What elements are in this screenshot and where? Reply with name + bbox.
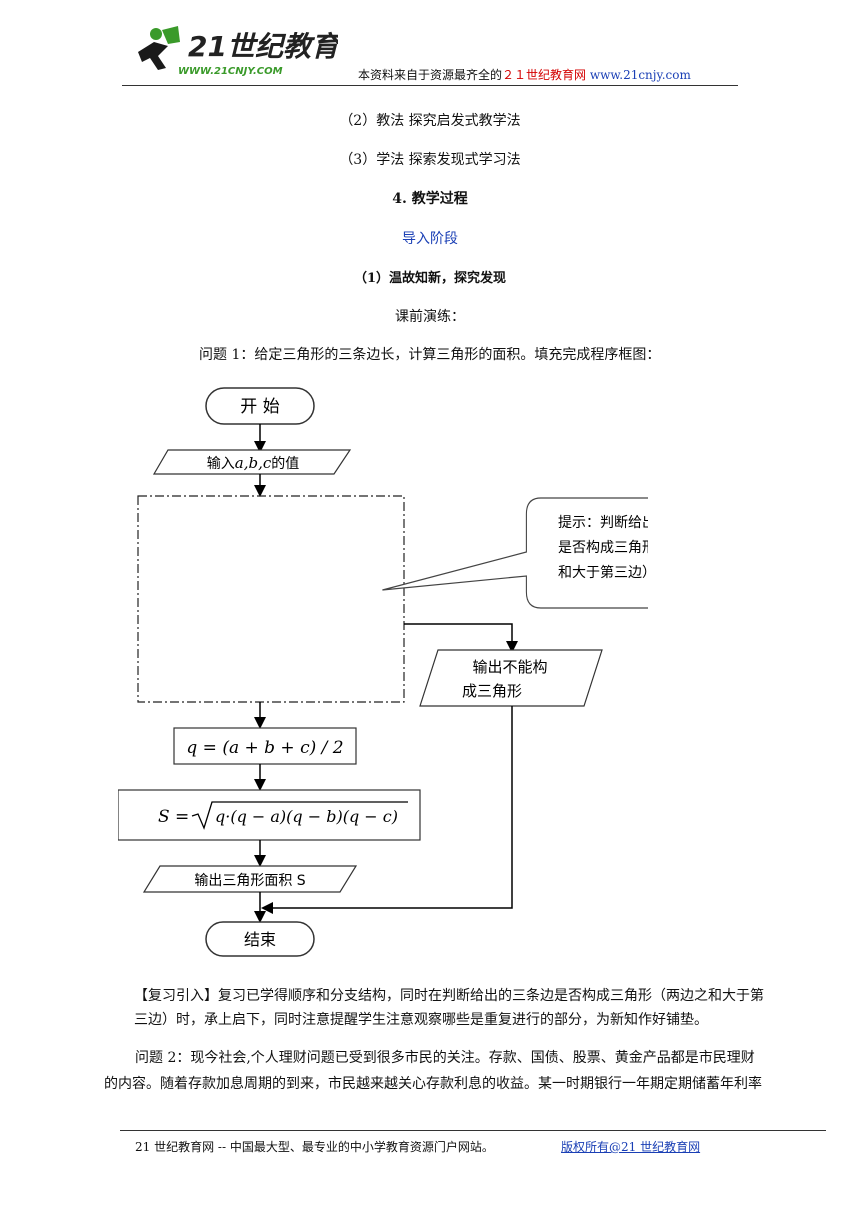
- input-box: [152, 449, 352, 475]
- input-label: 输入a,b,c的值: [207, 454, 299, 472]
- review-line-2: 三边）时，承上启下，同时注意提醒学生注意观察哪些是重复进行的部分，为新知作好铺垫…: [134, 1012, 708, 1028]
- compute-s-box: [118, 789, 421, 841]
- problem2-line-1: 问题 2：现今社会,个人理财问题已受到很多市民的关注。存款、国债、股票、黄金产品…: [135, 1050, 755, 1066]
- runner-logo-icon: [138, 26, 180, 70]
- end-label: 结束: [244, 930, 276, 949]
- s-formula-left: S =: [158, 807, 189, 827]
- site-logo: 21世纪教育 WWW.21CNJY.COM: [138, 26, 338, 77]
- exercise-label: 课前演练：: [395, 309, 465, 325]
- output-area-box: [142, 865, 358, 893]
- problem2-line-2: 的内容。随着存款加息周期的到来，市民越来越关心存款利息的收益。某一时期银行一年期…: [104, 1076, 762, 1092]
- output-fail-box: [419, 649, 603, 707]
- source-note: 本资料来自于资源最齐全的２１世纪教育网 www.21cnjy.com: [358, 66, 691, 83]
- blank-judgment-box: [137, 495, 405, 703]
- hint-callout: [382, 497, 648, 609]
- footer-tagline: 21 世纪教育网 -- 中国最大型、最专业的中小学教育资源门户网站。: [135, 1140, 494, 1154]
- review-label: 【复习引入】: [134, 988, 218, 1004]
- arrow-fail-end: [261, 706, 513, 914]
- end-terminal: [205, 921, 315, 957]
- hint-line-1: 提示：判断给出的三条边: [558, 514, 648, 531]
- start-label: 开 始: [240, 397, 279, 417]
- compute-q-box: [173, 727, 357, 765]
- s-formula-radicand: q·(q − a)(q − b)(q − c): [215, 807, 398, 826]
- source-site[interactable]: ２１世纪教育网: [502, 68, 587, 82]
- flowchart: 开 始 输入a,b,c的值 提示：判断给出的三条边 是否构成三角形（两边之 和大…: [118, 387, 648, 957]
- method-teach: （2）教法 探究启发式教学法: [339, 113, 521, 129]
- header-divider: [122, 85, 738, 86]
- section-title: 4. 教学过程: [392, 191, 468, 207]
- logo-url: WWW.21CNJY.COM: [178, 66, 283, 77]
- sqrt-sign-icon: [191, 801, 408, 830]
- arrow-judge-fail: [404, 623, 518, 653]
- subsection-title: （1）温故知新，探究发现: [353, 271, 507, 286]
- method-learn: （3）学法 探索发现式学习法: [339, 152, 521, 168]
- footer-divider: [120, 1130, 826, 1131]
- footer-copyright-link[interactable]: 版权所有@21 世纪教育网: [561, 1140, 701, 1154]
- stage-title: 导入阶段: [402, 231, 458, 247]
- review-line-1: 【复习引入】复习已学得顺序和分支结构，同时在判断给出的三条边是否构成三角形（两边…: [134, 988, 764, 1004]
- hint-line-3: 和大于第三边）: [558, 564, 648, 581]
- problem1: 问题 1：给定三角形的三条边长，计算三角形的面积。填充完成程序框图：: [199, 347, 661, 363]
- source-url[interactable]: www.21cnjy.com: [589, 68, 691, 82]
- output-fail-line-1: 输出不能构: [472, 658, 547, 676]
- hint-line-2: 是否构成三角形（两边之: [558, 540, 648, 556]
- logo-text: 21世纪教育: [188, 30, 338, 63]
- output-area-label: 输出三角形面积 S: [194, 873, 305, 889]
- q-formula: q = (a + b + c) / 2: [186, 738, 343, 758]
- output-fail-line-2: 成三角形: [462, 682, 522, 700]
- source-prefix: 本资料来自于资源最齐全的: [358, 68, 503, 82]
